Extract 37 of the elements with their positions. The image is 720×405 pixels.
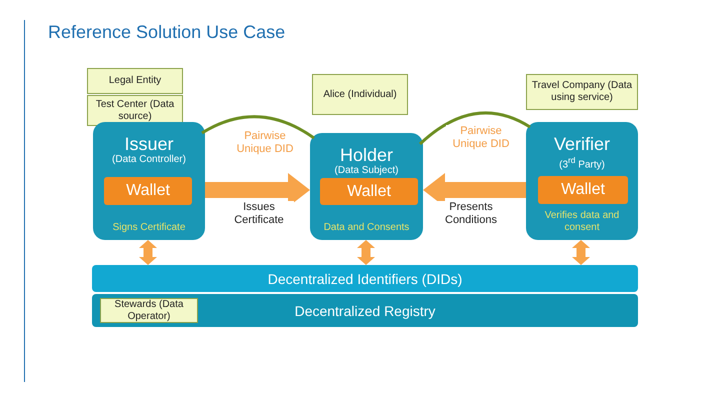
double-arrow bbox=[139, 240, 157, 265]
card-caption: Signs Certificate bbox=[112, 222, 186, 234]
box-label: Wallet bbox=[561, 181, 605, 199]
entity-box bbox=[87, 68, 183, 94]
registry-band bbox=[92, 294, 638, 327]
card-heading: Holder bbox=[338, 145, 394, 165]
card-caption: Data and Consents bbox=[322, 222, 410, 234]
card-heading: Issuer bbox=[123, 134, 175, 154]
box-label: Stewards (Data Operator) bbox=[114, 298, 184, 322]
entity-box bbox=[312, 74, 408, 115]
card-caption: Verifies data and consent bbox=[544, 210, 620, 234]
card-subtitle: (3$^{rd}$ Party) bbox=[558, 154, 606, 172]
connector-line bbox=[419, 111, 531, 146]
entity-box bbox=[100, 298, 198, 323]
box-label: Wallet bbox=[126, 182, 170, 200]
band-label: Decentralized Registry bbox=[294, 302, 436, 318]
wallet-box bbox=[538, 176, 628, 204]
band-label: Decentralized Identifiers (DIDs) bbox=[268, 270, 462, 286]
double-arrow bbox=[572, 240, 590, 265]
layer-band bbox=[92, 265, 638, 292]
entity-box bbox=[526, 74, 638, 110]
title: Reference Solution Use Case bbox=[48, 22, 286, 43]
box-label: Travel Company (Data using service) bbox=[531, 80, 633, 104]
double-arrow bbox=[357, 240, 375, 265]
card-subtitle: (Data Controller) bbox=[111, 154, 187, 166]
role-card bbox=[526, 122, 638, 240]
connector-line bbox=[201, 115, 315, 140]
box-label: Alice (Individual) bbox=[323, 88, 397, 100]
box-label: Legal Entity bbox=[108, 75, 162, 87]
card-heading: Verifier bbox=[552, 134, 612, 154]
role-card bbox=[310, 133, 423, 240]
role-card bbox=[93, 122, 205, 240]
wallet-box bbox=[104, 177, 192, 205]
card-subtitle: (Data Subject) bbox=[334, 165, 400, 177]
box-label: Test Center (Data source) bbox=[94, 98, 176, 122]
wallet-box bbox=[320, 178, 418, 205]
box-label: Wallet bbox=[347, 182, 391, 200]
